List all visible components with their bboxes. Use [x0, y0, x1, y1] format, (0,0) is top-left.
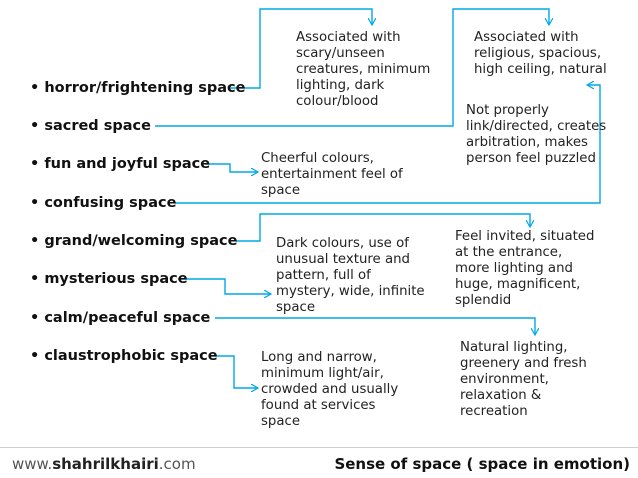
desc-line: entertainment feel of: [261, 167, 403, 182]
footer-website[interactable]: www.shahrilkhairi.com: [12, 455, 196, 473]
term-horror: • horror/frightening space: [30, 80, 246, 96]
term-calm: • calm/peaceful space: [30, 310, 211, 326]
desc-line: Associated with: [296, 30, 401, 45]
arrow-mysterious: [178, 278, 270, 294]
desc-line: unusual texture and: [276, 252, 410, 267]
desc-line: Feel invited, situated: [455, 229, 595, 244]
desc-grand: Feel invited, situated at the entrance, …: [455, 229, 594, 309]
desc-line: Long and narrow,: [261, 350, 377, 365]
site-suffix: .com: [158, 455, 196, 473]
desc-line: colour/blood: [296, 94, 379, 109]
site-brand: shahrilkhairi: [52, 455, 159, 473]
desc-line: at the entrance,: [455, 245, 563, 260]
desc-line: Cheerful colours,: [261, 151, 374, 166]
desc-line: found at services: [261, 398, 376, 413]
term-sacred: • sacred space: [30, 118, 151, 134]
desc-line: recreation: [460, 404, 528, 419]
desc-line: crowded and usually: [261, 382, 399, 397]
desc-line: lighting, dark: [296, 78, 385, 93]
arrow-sacred: [155, 8, 549, 127]
term-fun: • fun and joyful space: [30, 156, 211, 172]
desc-line: link/directed, creates: [466, 119, 607, 134]
desc-line: huge, magnificent,: [455, 277, 581, 292]
desc-mysterious: Dark colours, use of unusual texture and…: [276, 236, 425, 316]
desc-line: space: [261, 414, 301, 429]
slide-title: Sense of space ( space in emotion): [334, 455, 630, 473]
desc-line: environment,: [460, 372, 549, 387]
desc-line: more lighting and: [455, 261, 573, 276]
desc-line: religious, spacious,: [474, 46, 602, 61]
arrow-calm: [215, 317, 535, 334]
desc-fun: Cheerful colours, entertainment feel of …: [261, 151, 403, 199]
desc-line: space: [261, 183, 301, 198]
desc-claustrophobic: Long and narrow, minimum light/air, crow…: [261, 350, 398, 430]
arrow-fun: [205, 163, 257, 172]
desc-line: scary/unseen: [296, 46, 385, 61]
desc-line: person feel puzzled: [466, 151, 596, 166]
desc-line: Not properly: [466, 103, 549, 118]
desc-line: splendid: [455, 293, 512, 308]
term-claustrophobic: • claustrophobic space: [30, 348, 218, 364]
desc-line: greenery and fresh: [460, 356, 587, 371]
desc-confusing: Not properly link/directed, creates arbi…: [466, 103, 606, 167]
desc-line: creatures, minimum: [296, 62, 431, 77]
desc-line: high ceiling, natural: [474, 62, 607, 77]
desc-line: mystery, wide, infinite: [276, 284, 425, 299]
desc-line: Dark colours, use of: [276, 236, 409, 251]
arrow-grand: [236, 213, 530, 242]
desc-line: minimum light/air,: [261, 366, 384, 381]
term-mysterious: • mysterious space: [30, 271, 188, 287]
desc-sacred: Associated with religious, spacious, hig…: [474, 30, 607, 78]
arrow-horror: [228, 8, 372, 89]
site-prefix: www.: [12, 455, 53, 473]
desc-line: relaxation &: [460, 388, 542, 403]
desc-line: pattern, full of: [276, 268, 371, 283]
desc-line: Natural lighting,: [460, 340, 568, 355]
desc-line: Associated with: [474, 30, 579, 45]
desc-line: space: [276, 300, 316, 315]
footer-divider: [0, 447, 638, 448]
desc-horror: Associated with scary/unseen creatures, …: [296, 30, 430, 110]
term-confusing: • confusing space: [30, 195, 177, 211]
arrow-claustrophobic: [210, 355, 257, 388]
desc-line: arbitration, makes: [466, 135, 588, 150]
arrow-confusing: [175, 85, 601, 204]
desc-calm: Natural lighting, greenery and fresh env…: [460, 340, 587, 420]
term-grand: • grand/welcoming space: [30, 233, 238, 249]
